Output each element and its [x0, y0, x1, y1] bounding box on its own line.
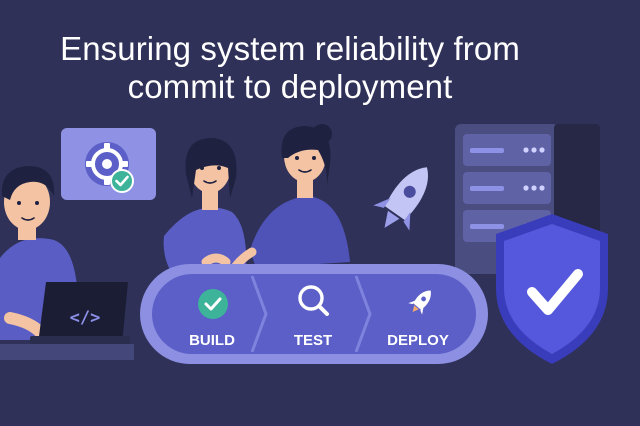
headline-line-2: commit to deployment: [127, 68, 453, 105]
pipeline-stage-build: BUILD: [189, 289, 235, 349]
stage-label-deploy: DEPLOY: [387, 332, 449, 349]
laptop: [30, 282, 130, 344]
pipeline-stage-test: TEST: [294, 285, 332, 349]
rocket-icon: [373, 167, 428, 231]
pipeline-bar: BUILD TEST DEPLOY: [140, 264, 488, 364]
rocket-icon: [408, 290, 431, 315]
stage-label-build: BUILD: [189, 332, 235, 349]
magnifier-icon: [298, 285, 329, 316]
server-unit: [463, 134, 551, 166]
server-unit: [463, 172, 551, 204]
pipeline-stage-deploy: DEPLOY: [387, 290, 449, 349]
check-circle-icon: [198, 289, 228, 319]
shield-check-icon: [496, 214, 608, 364]
team-member-2: [231, 124, 350, 271]
stage-label-test: TEST: [294, 332, 332, 349]
team-member-1: [163, 138, 247, 270]
desk: [0, 344, 134, 360]
headline: Ensuring system reliability from commit …: [0, 30, 580, 106]
headline-line-1: Ensuring system reliability from: [60, 30, 520, 67]
developer-person: [0, 166, 78, 340]
code-icon: </>: [70, 308, 101, 328]
gear-check-icon: [61, 128, 156, 200]
